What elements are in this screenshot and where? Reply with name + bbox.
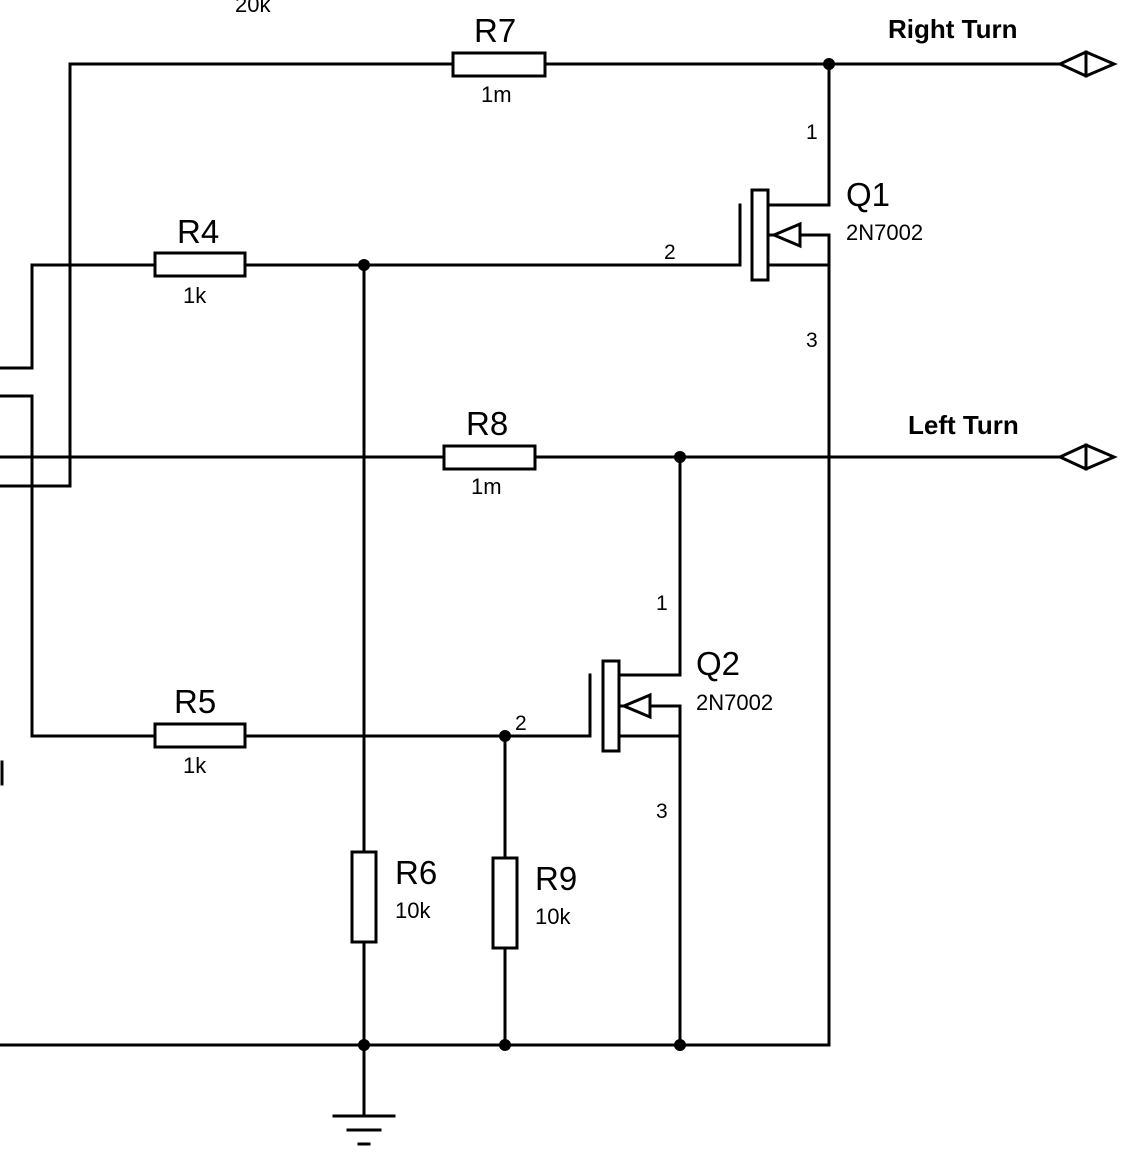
q1-arrow-icon	[770, 221, 802, 249]
r5-ref-label: R5	[174, 683, 216, 720]
q2-part-label: 2N7002	[696, 690, 773, 715]
q2-source-pin-label: 3	[656, 800, 668, 823]
r4-resistor-body	[153, 251, 247, 278]
offscreen-value-label: 20k	[235, 0, 271, 17]
r8-value-label: 1m	[471, 474, 502, 499]
q2-mosfet-symbol	[588, 659, 652, 753]
ground-icon	[332, 1114, 396, 1146]
junction-dot	[499, 730, 511, 742]
r9-resistor-body	[491, 856, 519, 950]
r5-resistor-body	[153, 722, 247, 749]
r4-ref-label: R4	[177, 213, 219, 250]
wires	[0, 62, 1062, 1118]
r6-value-label: 10k	[395, 898, 431, 923]
left-turn-net-label: Left Turn	[908, 410, 1019, 440]
q1-part-label: 2N7002	[846, 220, 923, 245]
r7-resistor-body	[451, 51, 547, 78]
q1-mosfet-symbol	[738, 188, 802, 282]
r7-ref-label: R7	[474, 12, 516, 49]
q1-gate-pin-label: 2	[664, 241, 676, 264]
q2-gate-pin-label: 2	[515, 712, 527, 735]
r5-value-label: 1k	[183, 753, 207, 778]
r9-ref-label: R9	[535, 860, 577, 897]
r6-ref-label: R6	[395, 854, 437, 891]
junction-dot	[358, 1039, 370, 1051]
wire-r7-input	[0, 62, 455, 488]
junction-dot	[823, 58, 835, 70]
junctions	[358, 58, 835, 1051]
r8-ref-label: R8	[466, 405, 508, 442]
q2-ref-label: Q2	[696, 645, 740, 682]
q1-source-pin-label: 3	[806, 329, 818, 352]
wire-r4-input	[0, 263, 157, 370]
r9-value-label: 10k	[535, 904, 571, 929]
right-turn-net-label: Right Turn	[888, 14, 1017, 44]
r8-resistor-body	[442, 444, 537, 471]
q2-arrow-icon	[620, 692, 652, 720]
wire-r5-input	[0, 394, 157, 738]
junction-dot	[674, 1039, 686, 1051]
r6-resistor-body	[350, 850, 378, 944]
junction-dot	[499, 1039, 511, 1051]
r7-value-label: 1m	[481, 82, 512, 107]
r4-value-label: 1k	[183, 283, 207, 308]
q2-drain-pin-label: 1	[656, 592, 668, 615]
junction-dot	[358, 259, 370, 271]
q1-ref-label: Q1	[846, 176, 890, 213]
q1-drain-pin-label: 1	[806, 121, 818, 144]
junction-dot	[674, 451, 686, 463]
